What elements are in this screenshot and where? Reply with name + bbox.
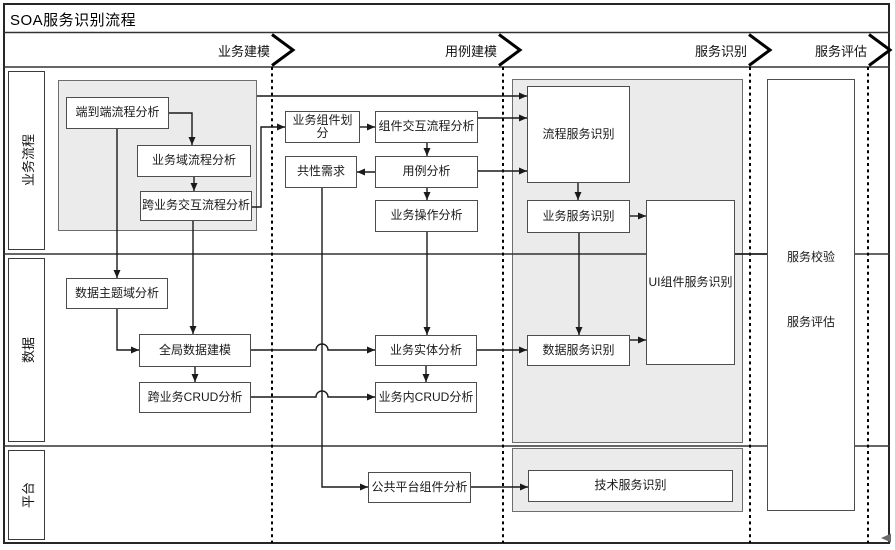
lane-cell-business-process [8,71,45,250]
node-label: 业务服务识别 [542,208,615,223]
node-cross-flow-analysis[interactable]: 跨业务交互流程分析 [140,191,252,221]
node-technical-service-identification[interactable]: 技术服务识别 [528,470,733,502]
chevron-4-icon [868,33,893,67]
edge-commonreq-to-platformcomp [321,188,368,491]
node-label: 业务组件划分 [292,112,353,140]
node-global-data-modeling[interactable]: 全局数据建模 [139,334,251,367]
diagram-title: SOA服务识别流程 [10,12,137,29]
node-label: 数据服务识别 [542,342,615,357]
node-label: 端到端流程分析 [75,105,160,120]
node-label: 全局数据建模 [158,342,231,357]
phase-separators [271,67,869,543]
lane-cell-data [8,258,45,442]
lane-label-business-process: 业务流程 [21,134,36,187]
lane-cell-platform [8,450,45,540]
node-service-evaluation-box[interactable] [767,79,855,511]
node-label: 共性需求 [296,164,345,179]
node-usecase-analysis[interactable]: 用例分析 [375,156,478,188]
label-service-evaluation: 服务评估 [786,315,835,329]
phase-usecase-modeling: 用例建模 [444,44,497,59]
node-label: 数据主题域分析 [74,285,159,300]
node-label: 组件交互流程分析 [378,119,475,134]
chevron-1-icon [271,33,296,67]
node-domain-flow-analysis[interactable]: 业务域流程分析 [137,145,251,177]
node-label: 跨业务交互流程分析 [142,198,251,213]
node-intra-business-crud-analysis[interactable]: 业务内CRUD分析 [375,382,477,413]
diagram-frame [3,3,890,544]
phase-service-evaluation: 服务评估 [814,44,867,59]
chevron-3-icon [748,33,773,67]
edge-crosscrud-to-innercrud [251,390,375,401]
edge-datadomain-to-globaldata [116,309,139,354]
node-business-operation-analysis[interactable]: 业务操作分析 [375,200,478,232]
node-business-entity-analysis[interactable]: 业务实体分析 [375,335,477,366]
edges [113,92,767,491]
edge-globaldata-to-entity [251,343,375,354]
node-cross-business-crud-analysis[interactable]: 跨业务CRUD分析 [139,382,251,413]
edge-e2e-to-domainflow [169,112,196,145]
node-component-interaction-analysis[interactable]: 组件交互流程分析 [375,111,478,143]
node-process-service-identification[interactable]: 流程服务识别 [527,86,630,183]
node-label: 业务操作分析 [390,208,463,223]
phase-chevrons [271,33,893,67]
node-ui-component-service-identification[interactable]: UI组件服务识别 [646,200,735,365]
node-label: 业务内CRUD分析 [378,389,474,404]
mouse-cursor-icon [881,533,891,543]
phase-business-modeling: 业务建模 [217,44,270,59]
chevron-2-icon [498,33,523,67]
node-label: 跨业务CRUD分析 [147,389,243,404]
lane-label-platform: 平台 [21,482,36,509]
node-common-requirements[interactable]: 共性需求 [285,156,357,188]
node-label: UI组件服务识别 [648,274,733,289]
node-data-service-identification[interactable]: 数据服务识别 [527,335,630,366]
node-label: 业务域流程分析 [151,153,236,168]
label-service-verification: 服务校验 [786,250,835,264]
edge-crossflow-to-compsplit [252,123,285,208]
node-public-platform-component-analysis[interactable]: 公共平台组件分析 [368,472,471,503]
node-data-subject-domain-analysis[interactable]: 数据主题域分析 [66,278,168,309]
node-business-service-identification[interactable]: 业务服务识别 [527,200,630,233]
node-label: 用例分析 [402,164,451,179]
node-label: 技术服务识别 [594,478,667,493]
phase-service-identification: 服务识别 [694,44,747,59]
node-component-split[interactable]: 业务组件划分 [285,111,360,143]
node-e2e-flow-analysis[interactable]: 端到端流程分析 [66,97,169,129]
lane-label-data: 数据 [21,337,36,364]
node-label: 业务实体分析 [389,342,462,357]
node-label: 公共平台组件分析 [371,479,468,494]
node-label: 流程服务识别 [542,126,615,141]
